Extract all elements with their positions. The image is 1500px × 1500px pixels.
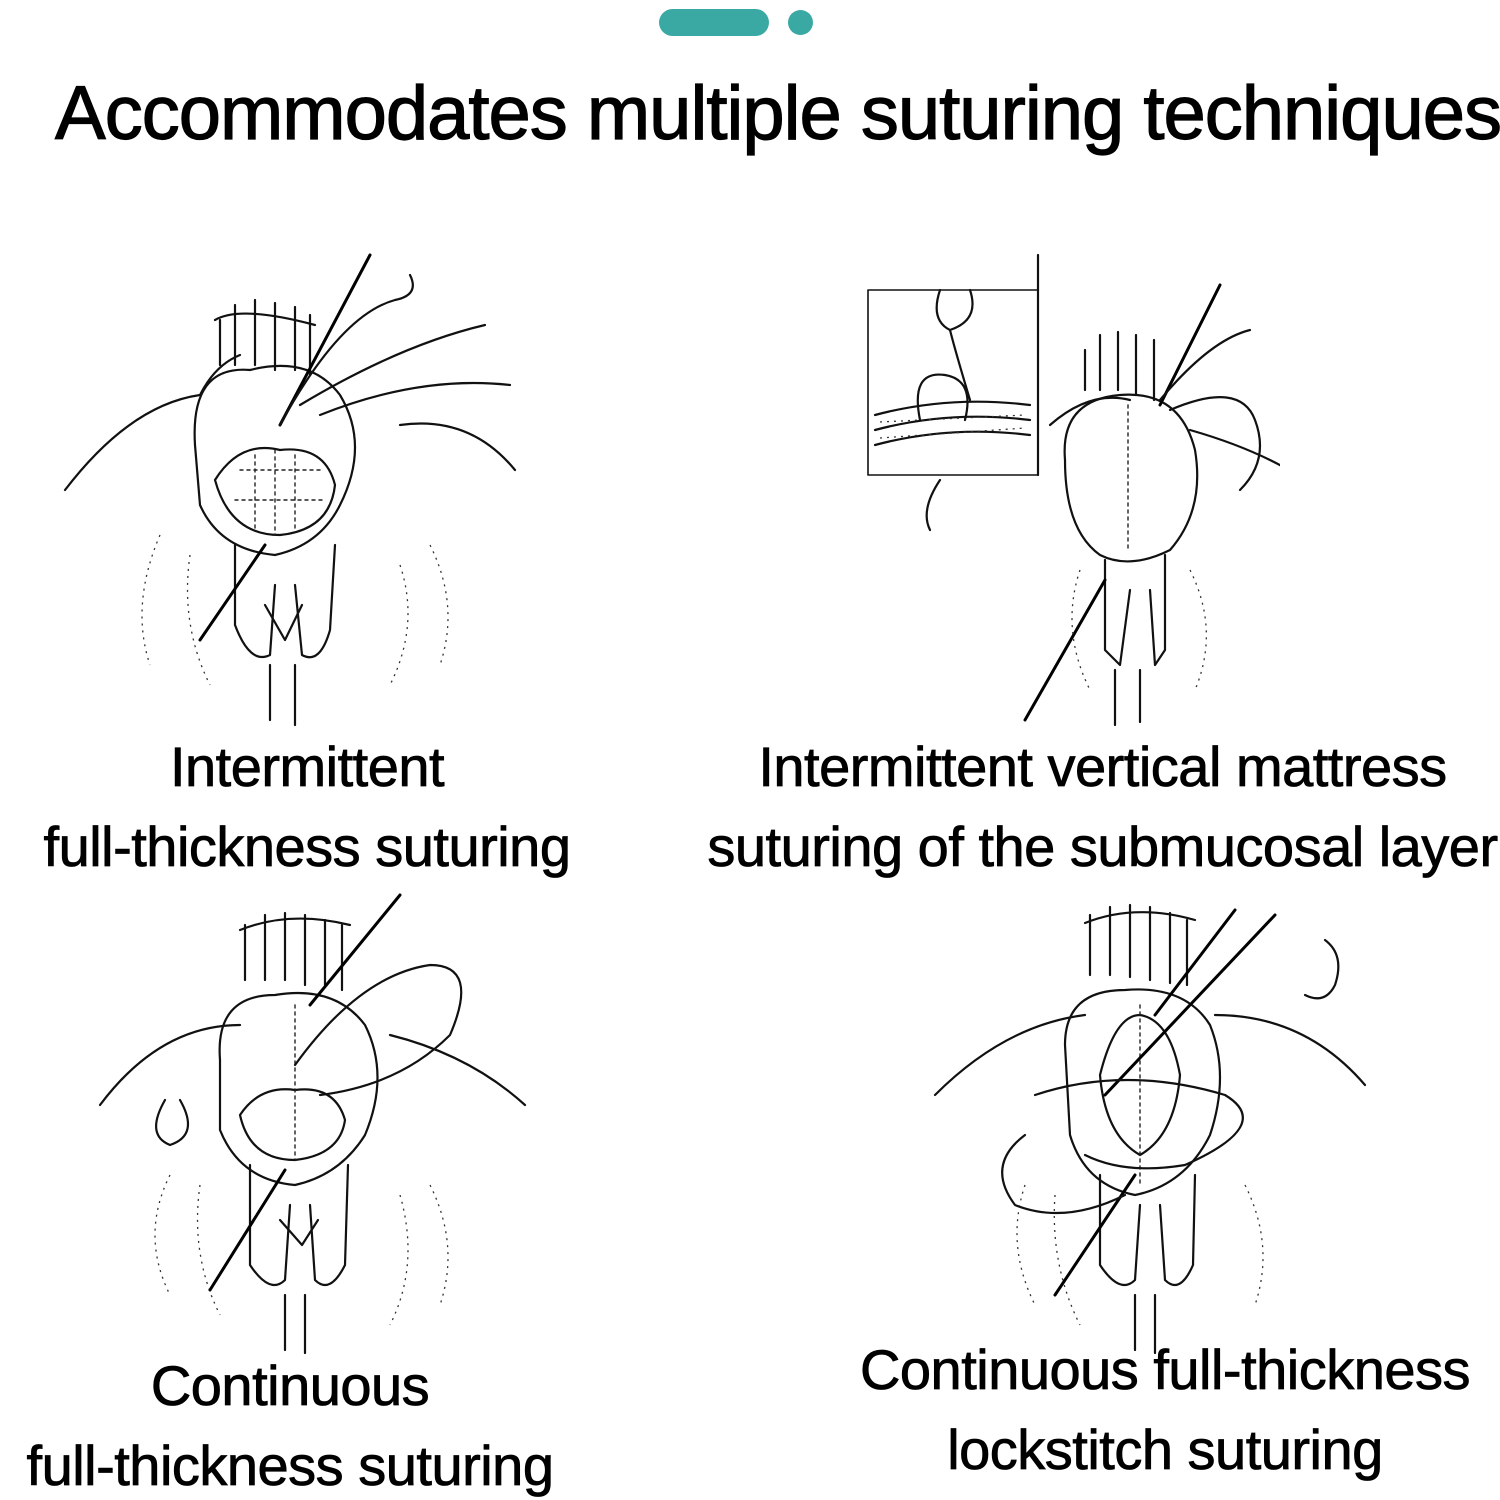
caption-line: suturing of the submucosal layer (707, 815, 1499, 879)
caption-line: full-thickness suturing (26, 1434, 554, 1498)
caption-panel-4: Continuous full-thickness lockstitch sut… (830, 1330, 1500, 1490)
illustration-continuous-full-thickness (98, 893, 527, 1355)
caption-line: Intermittent (169, 735, 445, 799)
pager-dot[interactable] (788, 10, 813, 35)
illustration-vertical-mattress (867, 253, 1280, 727)
caption-line: Intermittent vertical mattress (758, 735, 1448, 799)
caption-line: Continuous full-thickness (859, 1338, 1471, 1402)
caption-panel-2: Intermittent vertical mattress suturing … (705, 727, 1500, 887)
caption-line: Continuous (150, 1354, 430, 1418)
caption-panel-3: Continuous full-thickness suturing (0, 1346, 580, 1500)
caption-panel-1: Intermittent full-thickness suturing (0, 727, 614, 887)
caption-line: lockstitch suturing (947, 1418, 1384, 1482)
illustration-continuous-lockstitch (933, 903, 1367, 1355)
page-title: Accommodates multiple suturing technique… (54, 70, 1500, 156)
illustration-intermittent-full-thickness (63, 253, 517, 727)
caption-line: full-thickness suturing (43, 815, 571, 879)
carousel-pager (0, 9, 1500, 37)
pager-active-indicator[interactable] (659, 9, 769, 36)
